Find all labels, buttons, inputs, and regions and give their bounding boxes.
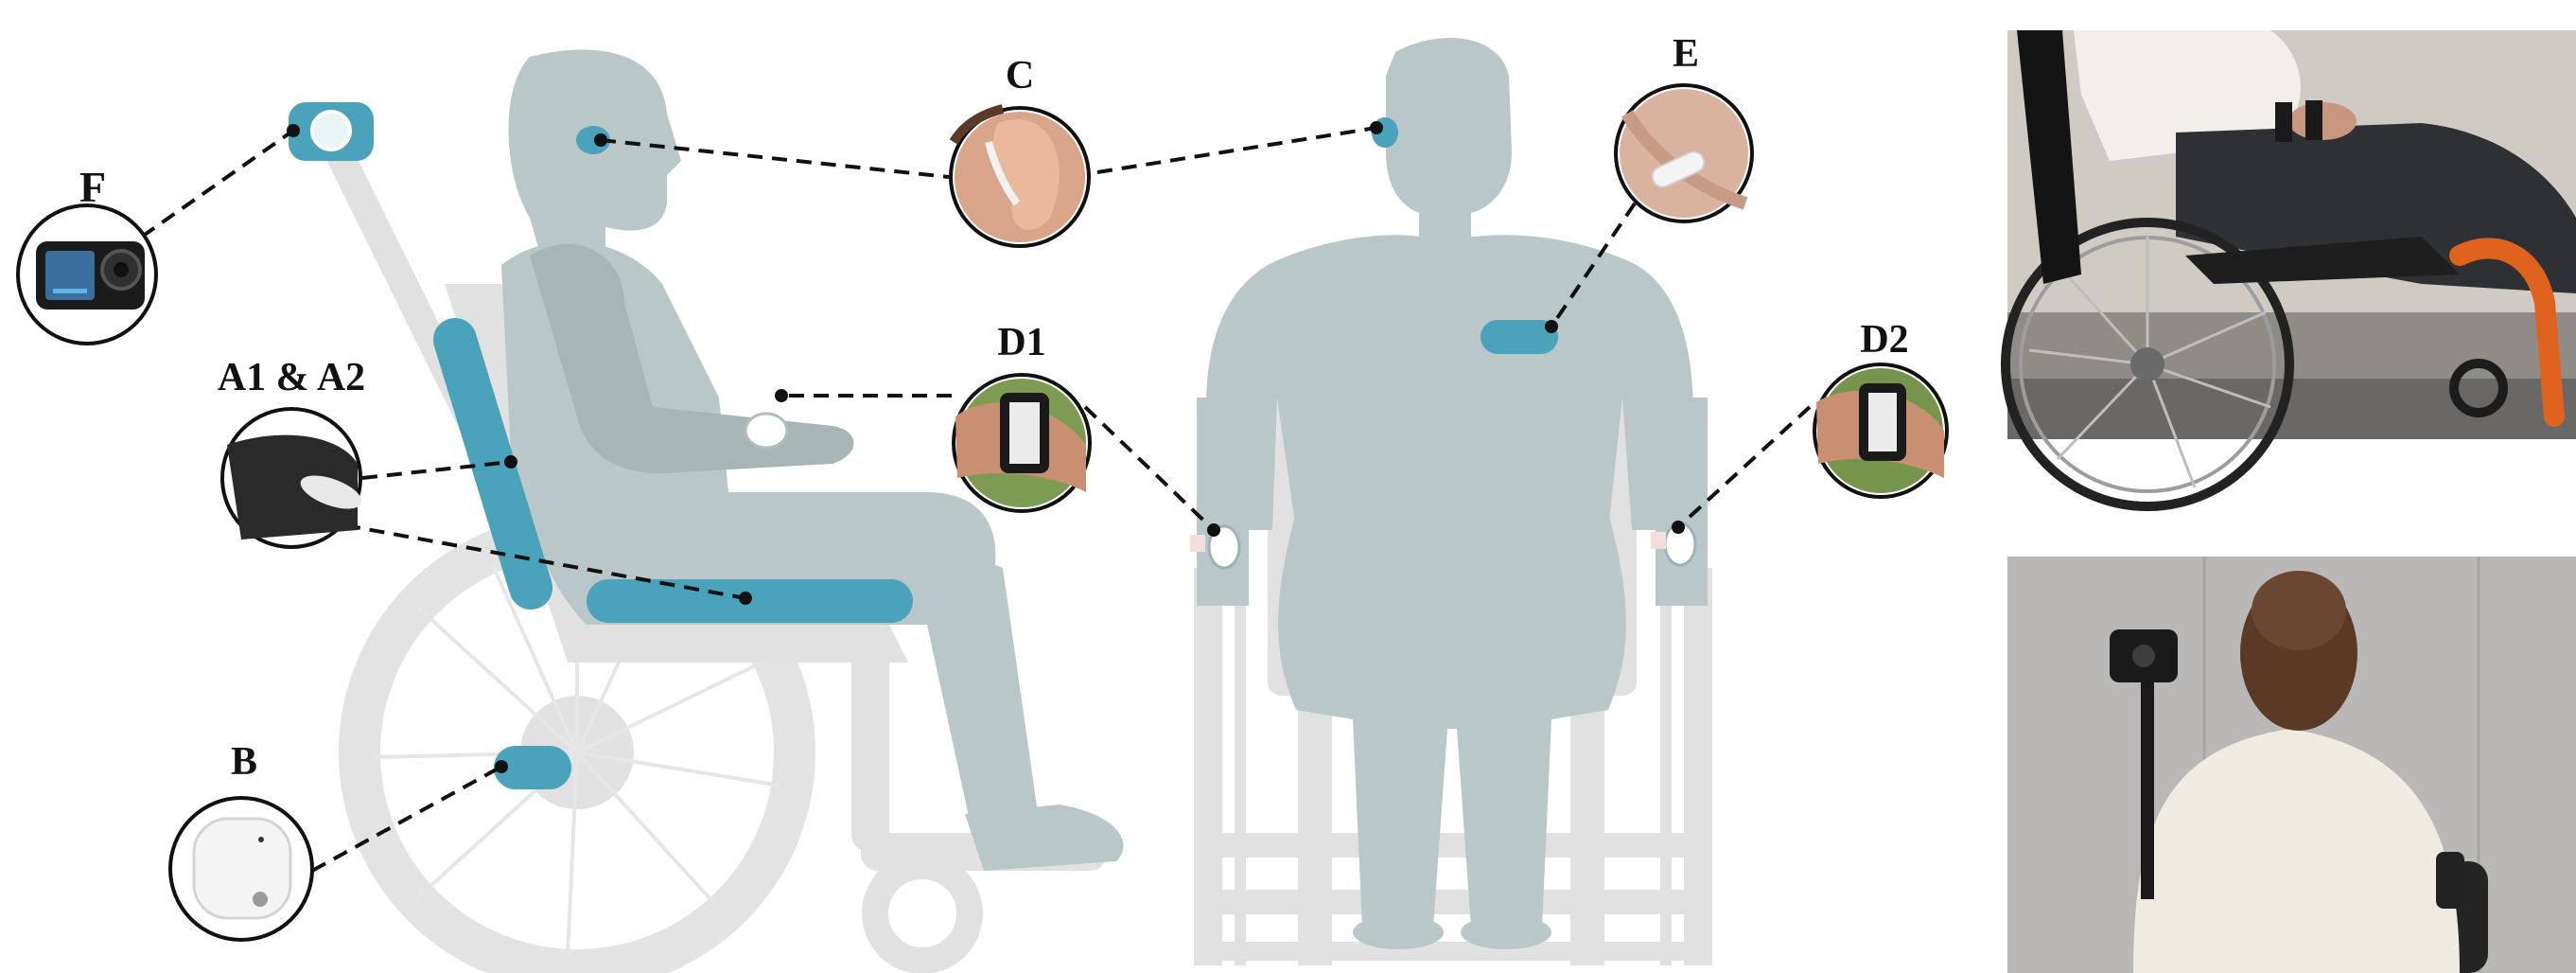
inset-pressure-mat-A	[222, 409, 366, 547]
label-B: B	[231, 740, 257, 784]
inset-camera-F	[18, 205, 156, 344]
wrist-sensor-marker-side	[745, 414, 787, 448]
label-C: C	[1006, 54, 1034, 97]
label-F: F	[79, 163, 106, 211]
label-A1-A2: A1 & A2	[218, 356, 365, 399]
inset-chest-sensor-E	[1616, 85, 1752, 221]
label-D2: D2	[1860, 318, 1908, 362]
inset-wheel-sensor-B	[170, 798, 312, 940]
photo-side-view	[2006, 30, 2576, 506]
inset-wrist-sensor-D1	[954, 375, 1090, 511]
inset-wrist-sensor-D2	[1814, 364, 1947, 497]
label-D1: D1	[997, 321, 1045, 364]
label-E: E	[1673, 32, 1699, 76]
inset-ear-sensor-C	[951, 108, 1089, 246]
photo-rear-view	[2007, 557, 2576, 973]
